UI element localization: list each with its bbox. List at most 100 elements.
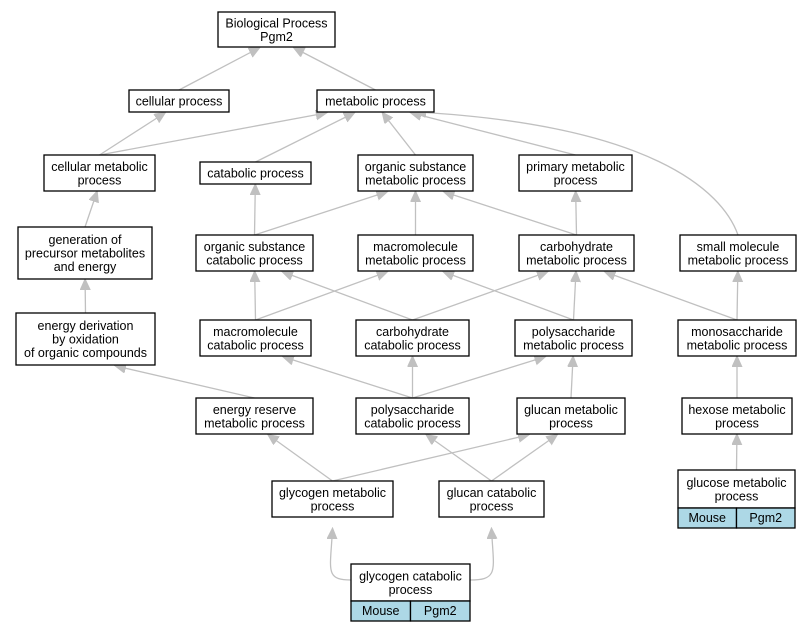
node-label: precursor metabolites xyxy=(25,247,145,261)
node-box xyxy=(128,89,230,113)
edge-carbmet-to-orgsub xyxy=(444,192,577,236)
node-catabolic[interactable]: catabolic process xyxy=(199,161,312,185)
node-label: catabolic process xyxy=(364,338,461,352)
node-box xyxy=(681,397,793,435)
edge-macrocat-to-macromet xyxy=(255,272,387,321)
node-label: glucose metabolic xyxy=(686,476,786,490)
node-label: organic substance xyxy=(204,240,306,254)
node-metabolic[interactable]: metabolic process xyxy=(316,89,435,113)
edge-carbcat-to-orgsubcat xyxy=(283,272,413,321)
node-cellular[interactable]: cellular process xyxy=(128,89,230,113)
node-label: catabolic process xyxy=(207,167,304,181)
edge-metabolic-to-bp xyxy=(294,48,376,91)
node-label: energy reserve xyxy=(213,403,296,417)
node-label: polysaccharide xyxy=(371,403,454,417)
edge-carbcat-to-carbmet xyxy=(412,272,547,321)
node-label: energy derivation xyxy=(38,319,134,333)
node-label: glycogen metabolic xyxy=(279,486,386,500)
edge-polycat-to-polymet xyxy=(412,357,545,399)
annotation-gene: Pgm2 xyxy=(749,511,782,525)
node-label: Biological Process xyxy=(225,16,327,30)
edge-energyres-to-energyderiv xyxy=(116,366,255,399)
node-label: metabolic process xyxy=(523,338,624,352)
edge-glucancat-to-glucanmet xyxy=(491,435,557,482)
node-label: carbohydrate xyxy=(376,325,449,339)
edge-cellmet-to-metabolic xyxy=(99,113,326,156)
node-box xyxy=(316,89,435,113)
node-box xyxy=(679,234,797,272)
node-label: process xyxy=(715,416,759,430)
node-box xyxy=(514,319,633,357)
node-label: primary metabolic xyxy=(526,160,625,174)
node-label: cellular process xyxy=(136,95,223,109)
annotation-organism: Mouse xyxy=(362,604,400,618)
node-box xyxy=(199,319,312,357)
edge-smallmol-to-metabolic xyxy=(416,112,739,236)
edge-polymet-to-macromet xyxy=(444,272,574,321)
node-label: catabolic process xyxy=(207,338,304,352)
edge-cellular-to-bp xyxy=(178,48,259,91)
node-label: process xyxy=(715,489,759,503)
node-label: of organic compounds xyxy=(24,346,147,360)
node-label: catabolic process xyxy=(364,416,461,430)
node-label: process xyxy=(389,583,433,597)
edge-glucanmet-to-polymet xyxy=(571,357,573,399)
node-box xyxy=(518,234,635,272)
node-label: glycogen catabolic xyxy=(359,569,462,583)
edge-catabolic-to-metabolic xyxy=(255,113,354,163)
edge-orgsubcat-to-orgsub xyxy=(254,192,387,236)
node-label: catabolic process xyxy=(206,253,303,267)
edge-carbmet-to-primary xyxy=(576,192,577,236)
node-box xyxy=(350,563,471,602)
edge-macrocat-to-orgsubcat xyxy=(255,272,256,321)
node-box xyxy=(438,480,545,518)
node-box xyxy=(355,397,470,435)
node-label: glucan metabolic xyxy=(524,403,618,417)
node-label: Pgm2 xyxy=(260,30,293,44)
edge-cellmet-to-cellular xyxy=(99,113,165,156)
node-box xyxy=(17,226,153,280)
node-label: macromolecule xyxy=(373,240,458,254)
annotation-cell xyxy=(735,507,796,529)
node-box xyxy=(43,154,156,192)
node-label: carbohydrate xyxy=(540,240,613,254)
annotation-gene: Pgm2 xyxy=(424,604,457,618)
node-label: glucan catabolic xyxy=(447,486,537,500)
node-label: metabolic process xyxy=(204,416,305,430)
node-label: generation of xyxy=(49,233,123,247)
node-label: process xyxy=(549,416,593,430)
node-box xyxy=(271,480,394,518)
node-box xyxy=(518,154,633,192)
edge-glucancat-to-polycat xyxy=(427,435,492,482)
node-label: process xyxy=(470,499,514,513)
node-box xyxy=(195,397,314,435)
node-box xyxy=(516,397,626,435)
node-box xyxy=(677,319,797,357)
edge-polymet-to-carbmet xyxy=(574,272,576,321)
node-box xyxy=(355,319,470,357)
edge-primary-to-metabolic xyxy=(412,113,576,156)
